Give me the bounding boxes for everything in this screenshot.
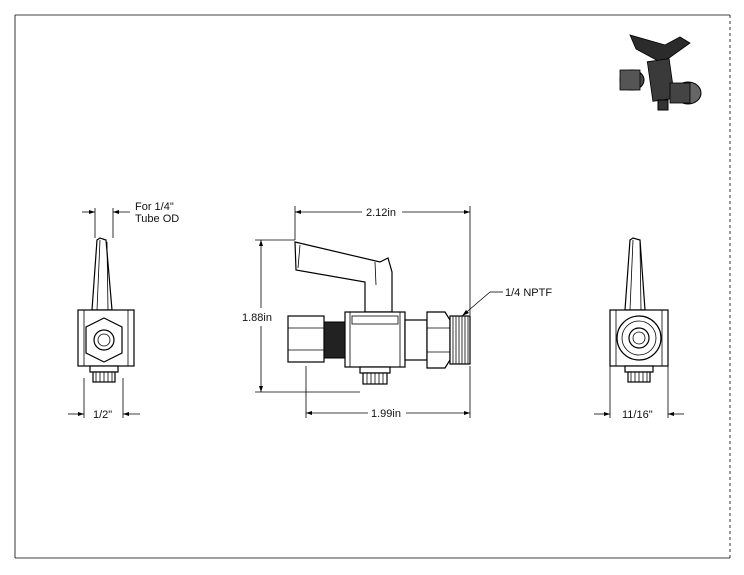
isometric-view xyxy=(619,34,702,111)
right-width-dimension xyxy=(594,366,684,418)
height-dimension xyxy=(255,239,360,393)
tube-od-note-line1: For 1/4" xyxy=(135,201,174,213)
left-width-dimension xyxy=(68,378,140,418)
right-width-label: 11/16" xyxy=(622,409,653,421)
front-view xyxy=(287,241,471,385)
left-width-label: 1/2" xyxy=(93,409,112,421)
tube-od-dimension xyxy=(82,208,130,238)
sheet-border xyxy=(14,14,731,559)
thread-callout-label: 1/4 NPTF xyxy=(505,287,552,299)
right-end-view xyxy=(609,237,669,383)
overall-length-label: 2.12in xyxy=(366,207,396,219)
overall-length-dimension xyxy=(294,206,471,315)
body-length-dimension xyxy=(305,366,471,418)
left-end-view xyxy=(77,237,135,383)
tube-od-note-line2: Tube OD xyxy=(135,213,179,225)
height-label: 1.88in xyxy=(242,312,272,324)
thread-callout-leader xyxy=(461,291,503,317)
body-length-label: 1.99in xyxy=(371,408,401,420)
